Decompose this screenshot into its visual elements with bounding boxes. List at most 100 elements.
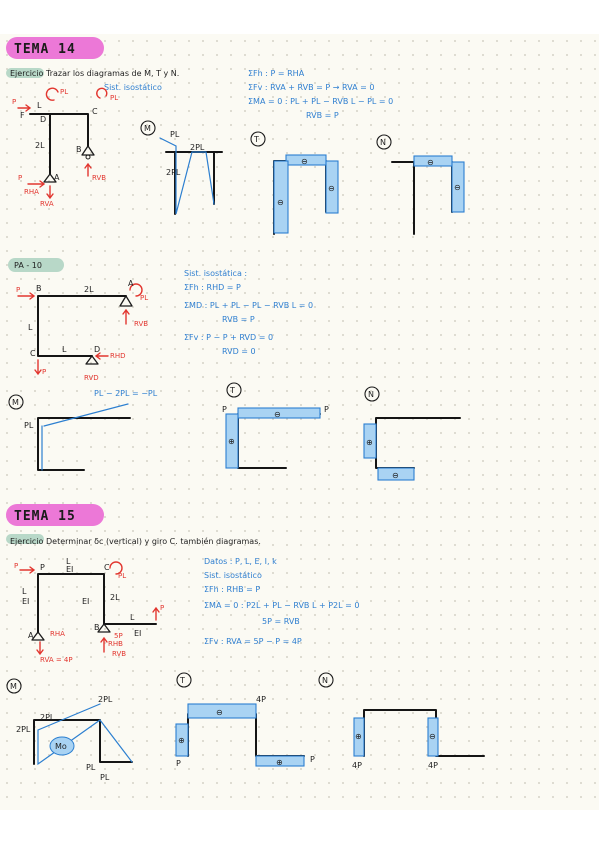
svg-text:ΣFh : RHD = P: ΣFh : RHD = P xyxy=(184,283,241,292)
tema14-title: TEMA 14 xyxy=(14,42,76,57)
svg-text:A: A xyxy=(28,631,34,640)
svg-text:A: A xyxy=(128,279,134,288)
tema14-exercise: Ejercicio Trazar los diagramas de M, T y… xyxy=(10,69,179,78)
pa10-axial-diagram: N ⊕ ⊖ xyxy=(363,386,461,481)
svg-text:P: P xyxy=(324,405,329,414)
tema14-axial-diagram: N ⊖ ⊖ xyxy=(376,134,465,235)
svg-text:2PL: 2PL xyxy=(98,695,113,704)
tema14-shear-diagram: T ⊖ ⊖ ⊖ xyxy=(250,131,339,235)
pa10-moment-diagram: M PL − 2PL = −PL PL xyxy=(8,389,158,471)
svg-text:2PL: 2PL xyxy=(16,725,31,734)
svg-text:Sist. isostática :: Sist. isostática : xyxy=(184,269,247,278)
svg-text:2PL: 2PL xyxy=(166,168,181,177)
svg-text:⊖: ⊖ xyxy=(427,158,434,167)
tema14-eq3: ΣMA = 0 : PL + PL − RVB L − PL = 0 xyxy=(248,97,393,106)
svg-text:B: B xyxy=(36,284,42,293)
svg-text:2L: 2L xyxy=(35,141,45,150)
svg-text:⊕: ⊕ xyxy=(228,437,235,446)
svg-text:P: P xyxy=(16,286,20,294)
svg-text:ΣFv : P − P + RVD = 0: ΣFv : P − P + RVD = 0 xyxy=(184,333,273,342)
svg-text:A: A xyxy=(54,173,60,182)
svg-text:PL: PL xyxy=(100,773,110,782)
svg-text:2L: 2L xyxy=(84,285,94,294)
tema15-section: TEMA 15 Ejercicio Determinar δc (vertica… xyxy=(6,504,485,782)
handwritten-notes: TEMA 14 Ejercicio Trazar los diagramas d… xyxy=(6,37,485,782)
svg-text:RVA = 4P: RVA = 4P xyxy=(40,656,73,664)
svg-text:P: P xyxy=(176,759,181,768)
svg-text:PL: PL xyxy=(24,421,34,430)
svg-text:F: F xyxy=(20,111,25,120)
tema14-moment-diagram: M PL 2PL 2PL xyxy=(140,120,223,215)
svg-text:RHB: RHB xyxy=(108,640,123,648)
svg-text:T: T xyxy=(229,386,235,395)
svg-text:4P: 4P xyxy=(256,695,266,704)
svg-text:EI: EI xyxy=(134,629,141,638)
svg-text:P: P xyxy=(222,405,227,414)
svg-text:⊖: ⊖ xyxy=(454,183,461,192)
svg-text:B: B xyxy=(76,145,82,154)
svg-text:PL: PL xyxy=(170,130,180,139)
tema14-eq1: ΣFh : P = RHA xyxy=(248,69,305,78)
svg-text:ΣFv : RVA = 5P − P = 4P: ΣFv : RVA = 5P − P = 4P xyxy=(204,637,302,646)
tema14-title-highlight xyxy=(6,37,104,59)
svg-text:RVB: RVB xyxy=(112,650,126,658)
svg-text:2PL: 2PL xyxy=(190,143,205,152)
svg-text:M: M xyxy=(12,398,19,407)
pa10-title: PA - 10 xyxy=(14,261,42,270)
tema14-eq2: ΣFv : RVA + RVB = P → RVA = 0 xyxy=(248,83,374,92)
svg-text:⊕: ⊕ xyxy=(355,732,362,741)
svg-text:M: M xyxy=(144,124,151,133)
svg-text:RHD: RHD xyxy=(110,352,126,360)
svg-text:PL: PL xyxy=(86,763,96,772)
tema15-frame: L P EI C EI L EI 2L L EI A B P PL P RHA … xyxy=(14,557,164,664)
svg-text:PL: PL xyxy=(110,94,118,102)
tema15-moment-diagram: M Mo 2PL 2PL 2PL PL PL xyxy=(6,678,133,782)
svg-text:P: P xyxy=(14,562,18,570)
svg-text:EI: EI xyxy=(66,565,73,574)
svg-text:P: P xyxy=(40,563,45,572)
tema15-shear-diagram: T ⊖ ⊕ ⊕ 4P P P xyxy=(175,672,315,768)
svg-text:5P = RVB: 5P = RVB xyxy=(262,617,300,626)
tema15-exercise: Ejercicio Determinar δc (vertical) y gir… xyxy=(10,536,261,546)
svg-text:Mo: Mo xyxy=(55,742,67,751)
svg-text:C: C xyxy=(104,563,110,572)
svg-text:C: C xyxy=(30,349,36,358)
svg-text:RVD: RVD xyxy=(84,374,99,382)
svg-text:L: L xyxy=(28,323,33,332)
svg-text:PL: PL xyxy=(140,294,148,302)
svg-text:B: B xyxy=(94,623,100,632)
svg-text:N: N xyxy=(380,138,386,147)
svg-text:4P: 4P xyxy=(428,761,438,770)
tema14-eq4: RVB = P xyxy=(306,111,339,120)
svg-text:PL − 2PL = −PL: PL − 2PL = −PL xyxy=(94,389,158,398)
svg-text:⊕: ⊕ xyxy=(276,758,283,767)
svg-text:Sist. isostático: Sist. isostático xyxy=(204,571,262,580)
svg-text:RHA: RHA xyxy=(50,630,65,638)
svg-text:D: D xyxy=(94,345,100,354)
svg-text:M: M xyxy=(10,682,17,691)
svg-text:⊖: ⊖ xyxy=(328,184,335,193)
svg-text:⊖: ⊖ xyxy=(301,157,308,166)
tema15-title: TEMA 15 xyxy=(14,509,76,524)
svg-text:RVB = P: RVB = P xyxy=(222,315,255,324)
exercise-highlight xyxy=(6,68,44,78)
svg-text:RVB: RVB xyxy=(92,174,106,182)
svg-text:⊖: ⊖ xyxy=(429,732,436,741)
pa10-section: PA - 10 Sist. isostática : ΣFh : RHD = P… xyxy=(8,258,461,481)
svg-text:L: L xyxy=(62,345,67,354)
svg-text:⊖: ⊖ xyxy=(274,410,281,419)
svg-text:EI: EI xyxy=(22,597,29,606)
svg-text:2L: 2L xyxy=(110,593,120,602)
svg-text:PL: PL xyxy=(60,88,68,96)
tema15-axial-diagram: N ⊕ ⊖ 4P 4P xyxy=(318,672,485,770)
tema14-note: Sist. isostático xyxy=(104,83,162,92)
svg-text:ΣMD : PL + PL − PL − RVB L = 0: ΣMD : PL + PL − PL − RVB L = 0 xyxy=(184,301,313,310)
svg-text:P: P xyxy=(310,755,315,764)
svg-text:2PL: 2PL xyxy=(40,713,55,722)
svg-text:⊕: ⊕ xyxy=(366,438,373,447)
svg-text:T: T xyxy=(179,676,185,685)
svg-text:4P: 4P xyxy=(352,761,362,770)
svg-text:ΣFh : RHB = P: ΣFh : RHB = P xyxy=(204,585,260,594)
svg-text:N: N xyxy=(368,390,374,399)
svg-text:⊖: ⊖ xyxy=(392,471,399,480)
